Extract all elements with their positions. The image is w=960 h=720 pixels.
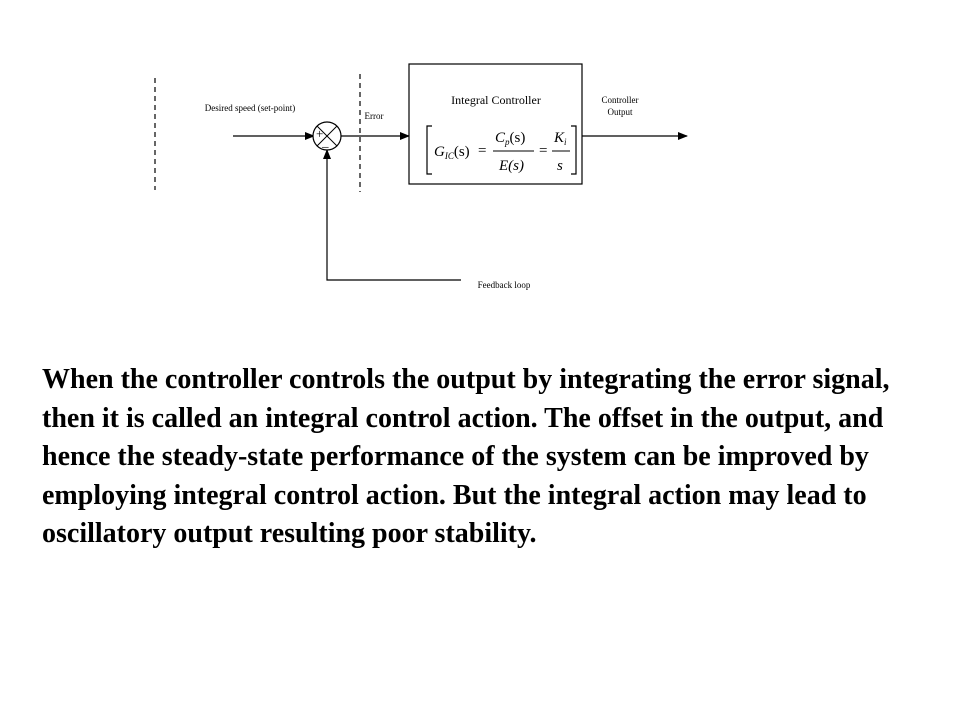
lhs-arg: (s) [454, 144, 470, 160]
error-label: Error [365, 111, 384, 121]
ki-sub: i [564, 137, 567, 147]
laplace-s: s [557, 158, 563, 174]
lhs-base: G [434, 144, 445, 160]
plus-sign: + [316, 126, 323, 141]
numerator-base: C [495, 130, 506, 146]
transfer-function-formula: GIC(s) = Cp(s) E(s) = Ki s [426, 125, 577, 175]
block-diagram: + _ Integral Controller GIC(s) = Cp(s) E… [154, 63, 688, 290]
output-label-line1: Controller [602, 95, 639, 105]
ki-base: K [553, 130, 565, 146]
svg-text:Ki: Ki [553, 130, 567, 147]
equals-1: = [478, 143, 486, 159]
left-bracket [426, 125, 432, 175]
feedback-loop-line [323, 149, 461, 281]
integral-controller-block [408, 63, 583, 185]
description-paragraph: When the controller controls the output … [42, 364, 890, 550]
controller-title: Integral Controller [451, 93, 541, 107]
svg-text:Cp(s): Cp(s) [495, 130, 525, 147]
setpoint-label: Desired speed (set-point) [205, 103, 295, 113]
denominator: E(s) [498, 158, 524, 174]
numerator-arg: (s) [510, 130, 526, 146]
numerator-sub: p [504, 137, 510, 147]
summing-junction: + _ [312, 121, 342, 151]
output-label-line2: Output [607, 107, 633, 117]
right-bracket [571, 125, 577, 175]
equals-2: = [539, 143, 547, 159]
feedback-label: Feedback loop [478, 280, 531, 290]
lhs-sub: IC [444, 151, 455, 161]
minus-sign: _ [321, 134, 329, 149]
svg-text:GIC(s): GIC(s) [434, 144, 470, 161]
